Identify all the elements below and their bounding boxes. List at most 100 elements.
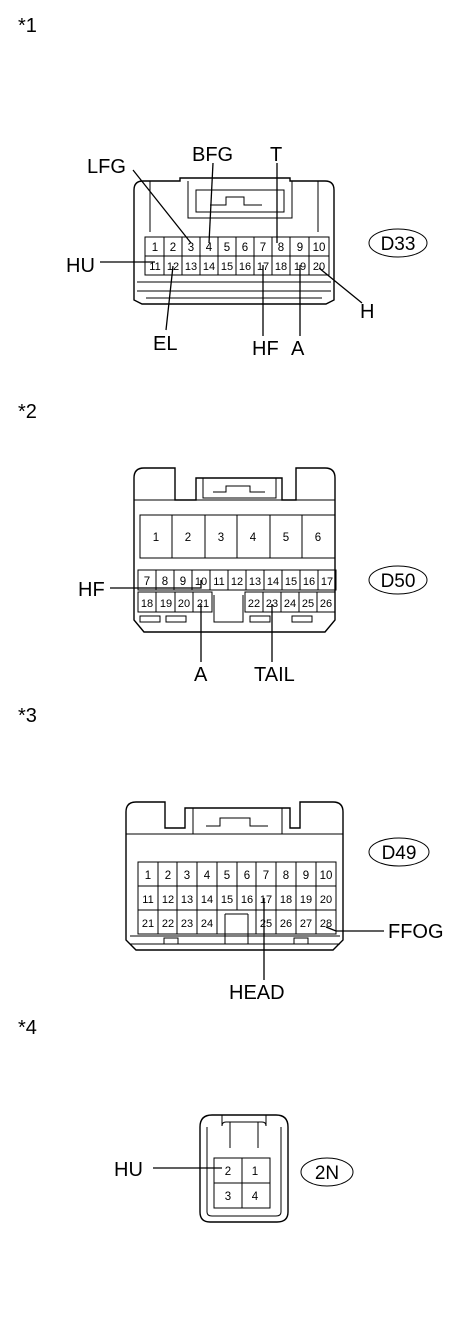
wire-label: HU xyxy=(114,1159,143,1181)
pin-label: 14 xyxy=(203,261,215,273)
pin-label: 13 xyxy=(249,576,261,588)
connector-id: D50 xyxy=(381,571,416,592)
pin-label: 5 xyxy=(224,870,230,882)
connector-lock-tab xyxy=(202,478,277,499)
pin-label: 3 xyxy=(184,870,190,882)
pin-label: 21 xyxy=(197,598,209,610)
pin-label: 4 xyxy=(252,1191,259,1203)
pin-label: 6 xyxy=(244,870,250,882)
connector-housing xyxy=(199,1114,289,1223)
pin-label: 16 xyxy=(303,576,315,588)
wire-label: HEAD xyxy=(229,982,285,1004)
pin-label: 8 xyxy=(278,242,284,254)
pin-label: 4 xyxy=(250,532,257,544)
connector-id: 2N xyxy=(315,1163,339,1184)
pin-grid: 1 2 3 4 5 6 7 8 9 10 11 12 13 14 xyxy=(137,514,337,613)
pin-label: 2 xyxy=(225,1166,231,1178)
connector-lock-tab xyxy=(221,1115,267,1148)
pin-label: 3 xyxy=(188,242,194,254)
pin-label: 3 xyxy=(218,532,224,544)
pin-label: 7 xyxy=(263,870,269,882)
pin-label: 7 xyxy=(260,242,266,254)
pin-label: 20 xyxy=(178,598,190,610)
pin-label: 23 xyxy=(181,918,193,930)
pin-label: 1 xyxy=(152,242,158,254)
section-marker: *1 xyxy=(18,15,37,37)
pin-label: 21 xyxy=(142,918,154,930)
pin-label: 11 xyxy=(149,261,160,273)
pin-label: 1 xyxy=(153,532,159,544)
pin-label: 25 xyxy=(260,918,272,930)
wire-label: BFG xyxy=(192,144,233,166)
pin-label: 26 xyxy=(280,918,292,930)
wire-label: EL xyxy=(153,333,177,355)
pin-label: 14 xyxy=(201,894,213,906)
pin-label: 12 xyxy=(162,894,174,906)
section-marker: *4 xyxy=(18,1017,37,1039)
connector-base-rail xyxy=(139,595,313,623)
pin-label: 25 xyxy=(302,598,314,610)
pin-label: 11 xyxy=(213,576,224,588)
wire-label: H xyxy=(360,301,374,323)
wire-label: T xyxy=(270,144,282,166)
pin-label: 4 xyxy=(204,870,211,882)
wire-label: FFOG xyxy=(388,921,444,943)
pin-label: 7 xyxy=(144,576,150,588)
section-3: *3 1 2 3 4 5 6 7 8 9 10 11 xyxy=(18,705,444,1004)
pin-label: 22 xyxy=(162,918,174,930)
section-2: *2 1 2 3 4 5 6 xyxy=(18,401,428,686)
pin-label: 19 xyxy=(160,598,172,610)
pin-label: 1 xyxy=(252,1166,258,1178)
pin-label: 14 xyxy=(267,576,279,588)
wire-label: LFG xyxy=(87,156,126,178)
wire-label: A xyxy=(291,338,305,360)
connector-id-badge xyxy=(368,228,428,258)
pin-label: 5 xyxy=(224,242,230,254)
pin-label: 22 xyxy=(248,598,260,610)
pin-grid: 1 2 4 3 xyxy=(213,1157,271,1209)
pin-label: 1 xyxy=(145,870,151,882)
wire-label: A xyxy=(194,664,208,686)
connector-lock-tab xyxy=(187,181,293,219)
pin-label: 24 xyxy=(284,598,296,610)
connector-base-rail xyxy=(137,281,331,299)
pin-label: 3 xyxy=(225,1191,231,1203)
pin-label: 2 xyxy=(170,242,176,254)
pin-label: 9 xyxy=(180,576,186,588)
pin-label: 18 xyxy=(141,598,153,610)
connector-lock-tab xyxy=(192,808,283,835)
connector-base-rail xyxy=(130,913,340,945)
leader-lines xyxy=(263,898,384,980)
section-4: *4 1 2 4 3 2N HU xyxy=(18,1017,354,1223)
pin-label: 6 xyxy=(315,532,321,544)
pin-label: 10 xyxy=(313,242,326,254)
connector-id: D49 xyxy=(382,843,417,864)
pin-grid: 1 2 3 4 5 6 7 8 9 10 11 12 13 14 15 16 1… xyxy=(144,236,330,276)
pin-label: 8 xyxy=(283,870,289,882)
pin-label: 9 xyxy=(303,870,309,882)
leader-lines xyxy=(110,580,273,662)
pin-label: 17 xyxy=(260,894,272,906)
connector-housing xyxy=(125,801,344,951)
section-marker: *3 xyxy=(18,705,37,727)
connector-id: D33 xyxy=(381,234,416,255)
pin-label: 17 xyxy=(321,576,333,588)
pin-label: 28 xyxy=(320,918,332,930)
connector-id-badge xyxy=(300,1157,354,1187)
wire-label: HF xyxy=(252,338,279,360)
pin-label: 18 xyxy=(280,894,292,906)
pin-label: 13 xyxy=(185,261,197,273)
pin-label: 16 xyxy=(241,894,253,906)
section-1: *1 1 2 3 4 5 6 7 8 9 xyxy=(18,15,428,360)
wire-label: TAIL xyxy=(254,664,295,686)
wire-label: HU xyxy=(66,255,95,277)
pin-label: 6 xyxy=(242,242,248,254)
wire-label: HF xyxy=(78,579,105,601)
pin-label: 24 xyxy=(201,918,213,930)
pin-label: 2 xyxy=(185,532,191,544)
pin-label: 15 xyxy=(285,576,297,588)
pin-label: 15 xyxy=(221,261,233,273)
pin-label: 2 xyxy=(165,870,171,882)
connector-housing xyxy=(133,177,335,305)
pin-grid: 1 2 3 4 5 6 7 8 9 10 11 12 13 14 15 16 1… xyxy=(137,861,337,935)
